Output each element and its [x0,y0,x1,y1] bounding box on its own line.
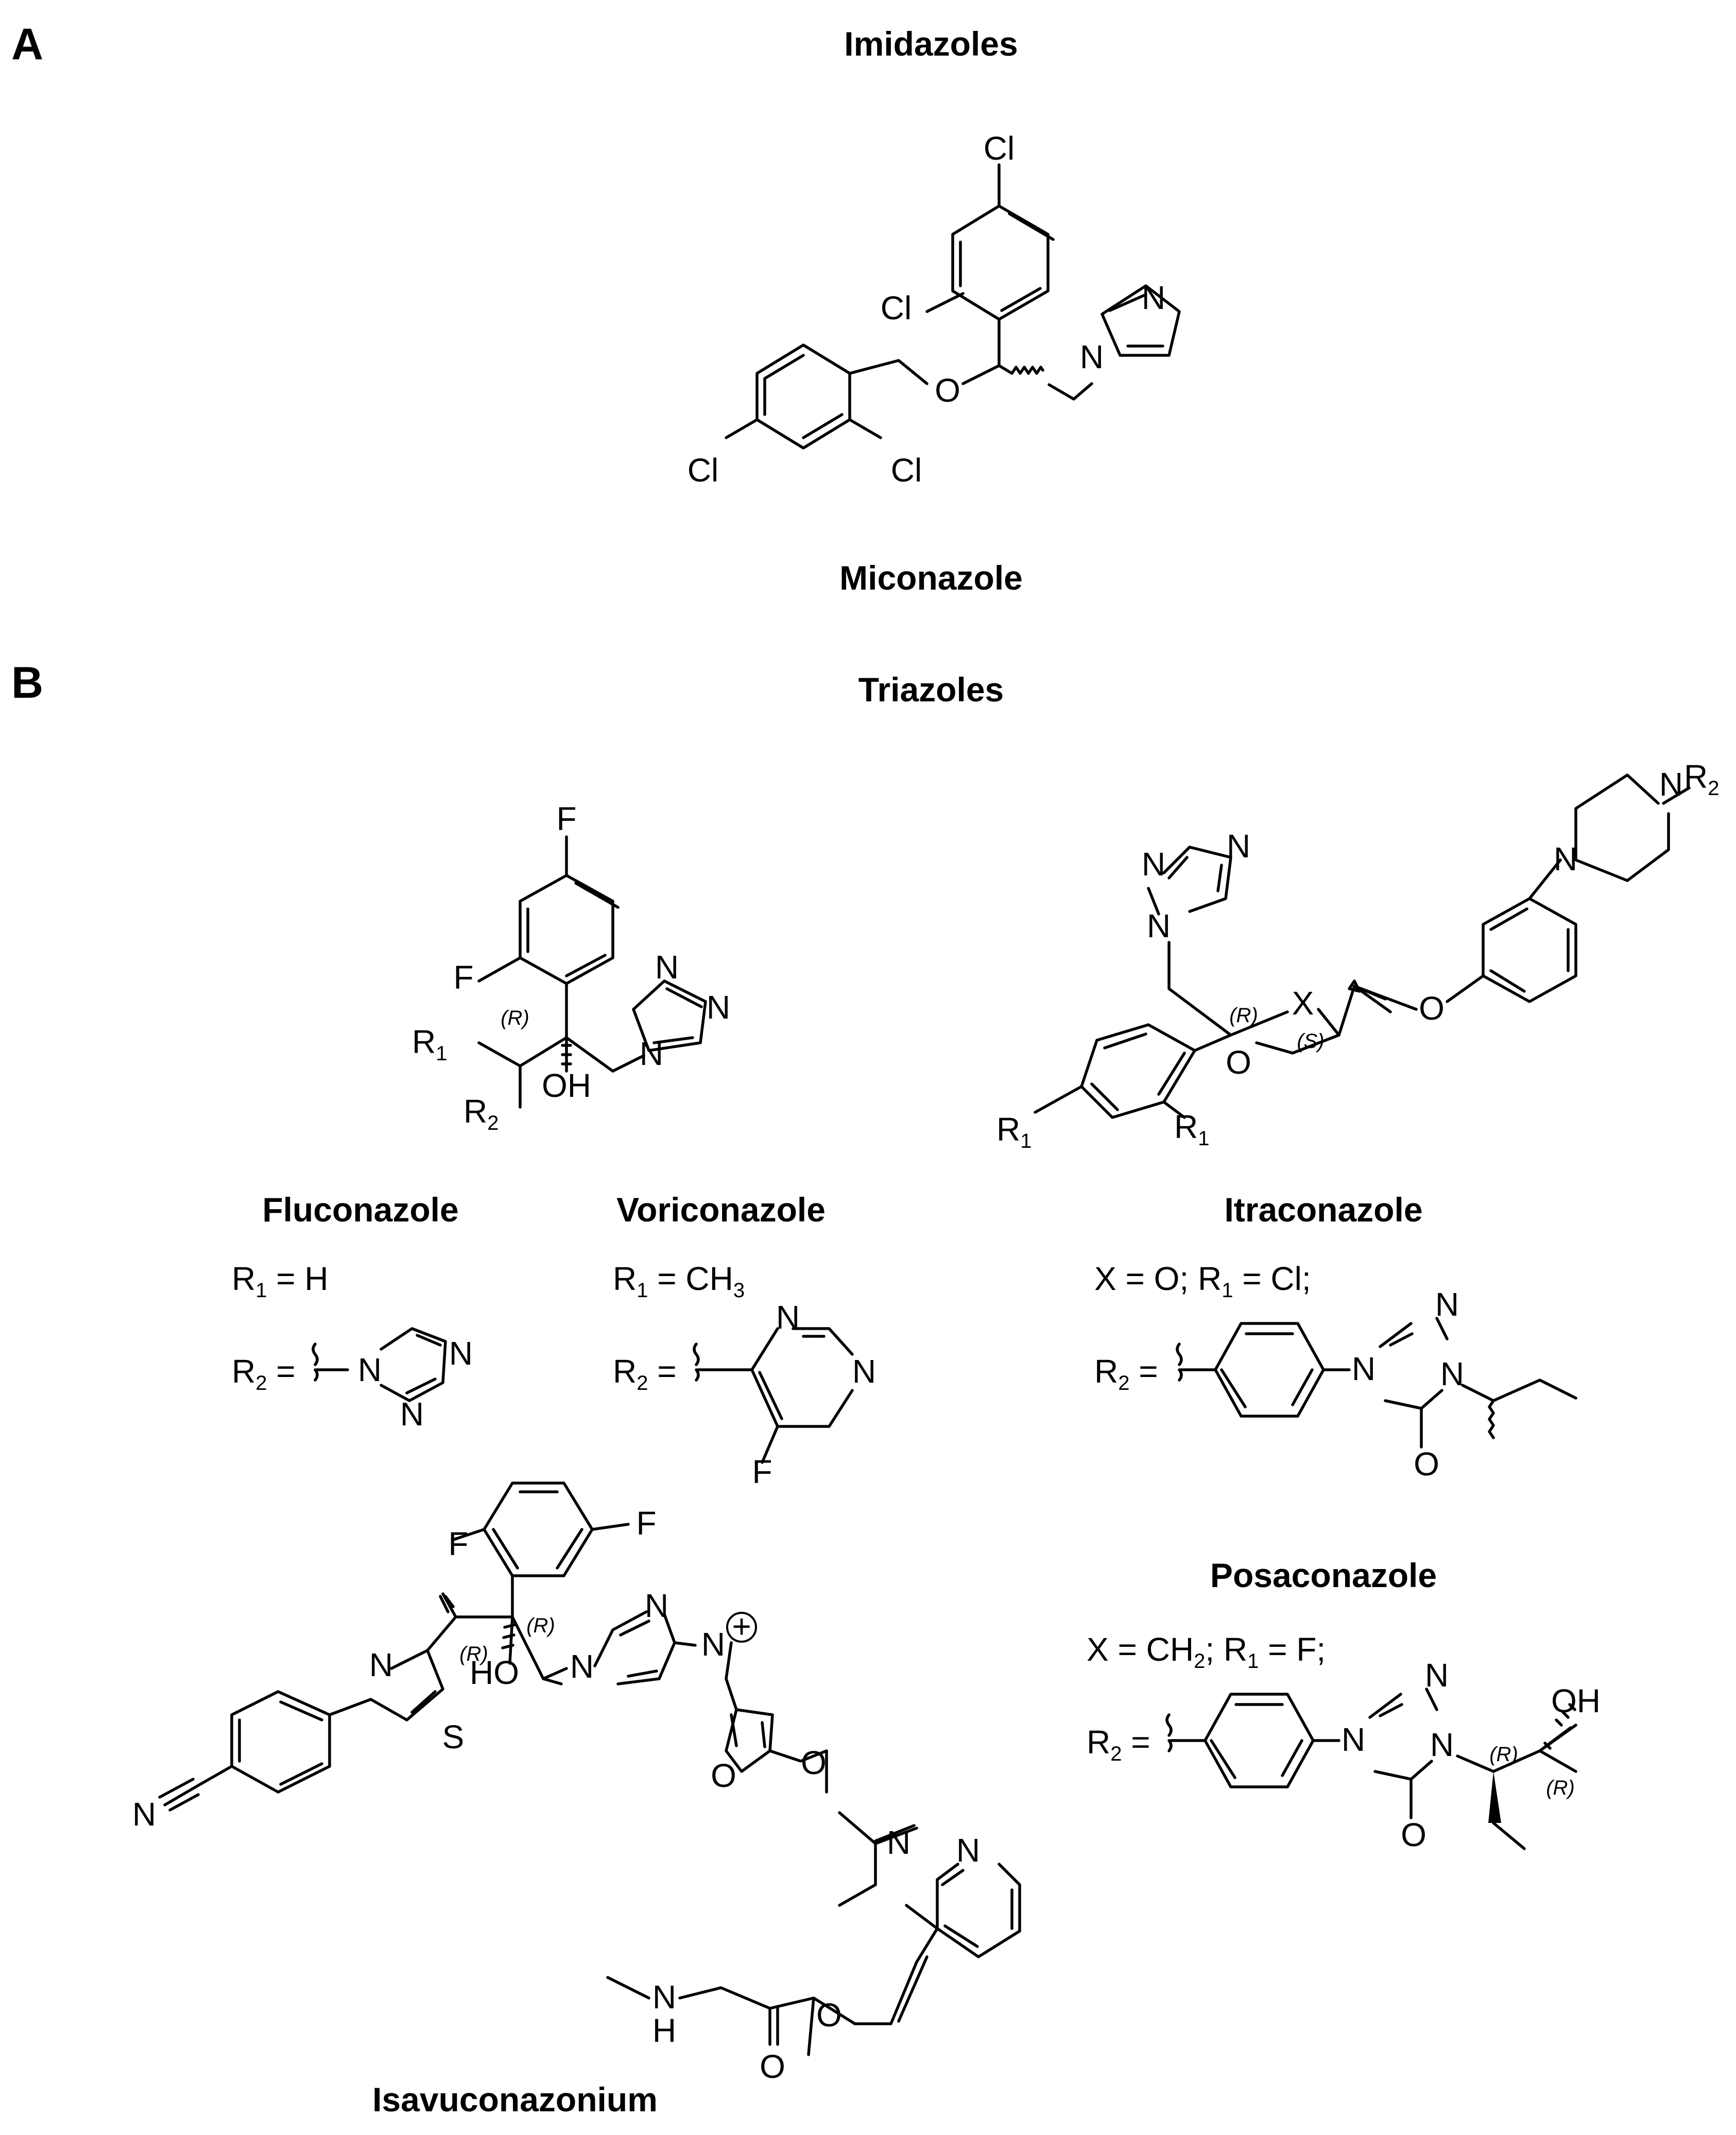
isavuconazonium-n-me: N [887,1824,910,1861]
itraconazole-sub-n1: N [1435,1286,1459,1323]
itraconazole-name: Itraconazole [1224,1191,1422,1229]
itraconazole-stereo-s: (S) [1297,1030,1324,1053]
miconazole-cl-right: Cl [891,452,922,489]
itraconazole-r2-substituent: N N N O [1176,1286,1577,1483]
itraconazole-r1a: R1 [996,1111,1032,1152]
isavuconazonium-structure: F F HO N N N + N S N O O N N O O N H (R)… [132,1482,1021,2085]
posaconazole-sub-n1: N [1425,1657,1449,1694]
fluconazole-r2-def: R2 = [232,1353,296,1394]
miconazole-cl-ortho: Cl [881,289,912,326]
voriconazole-r2-def: R2 = [613,1353,677,1394]
itraconazole-r2: R2 [1684,758,1719,800]
isavuconazonium-h: H [652,2012,676,2049]
miconazole-cl-top: Cl [984,130,1015,167]
posaconazole-sub-oh: OH [1551,1682,1601,1719]
miconazole-structure: Cl Cl N N O Cl Cl [687,130,1181,489]
isavuconazonium-n-h: N [652,1978,676,2016]
voriconazole-name: Voriconazole [616,1191,826,1229]
panel-a-heading: Imidazoles [844,25,1018,63]
panel-b-heading: Triazoles [858,670,1004,709]
itraconazole-r1b: R1 [1174,1108,1209,1150]
fluconazole-n2: N [655,949,679,986]
isavuconazonium-n-cn: N [132,1796,156,1833]
isavuconazonium-o4: O [760,2048,785,2085]
itraconazole-sub-o: O [1414,1445,1439,1483]
fluconazole-r2: R2 [463,1093,499,1134]
itraconazole-core-structure: N N N X O O N N R2 R1 R1 (S) (R) [996,758,1719,1152]
itraconazole-stereo-r: (R) [1229,1004,1258,1027]
isavuconazonium-ho: HO [470,1654,519,1691]
isavuconazonium-o2: O [801,1744,827,1781]
isavuconazonium-plus: + [732,1608,751,1645]
itraconazole-o-ring: O [1226,1044,1251,1081]
isavuconazonium-n-thz: N [369,1646,393,1683]
posaconazole-r2-substituent: N N N O OH (R) (R) [1165,1657,1601,1853]
isavuconazonium-name: Isavuconazonium [372,2080,658,2119]
panel-b-letter: B [11,658,43,708]
itraconazole-r2-def: R2 = [1094,1353,1158,1394]
posaconazole-sub-n4: N [1342,1721,1365,1758]
itraconazole-n-p2: N [1659,766,1683,803]
itraconazole-n-t1: N [1142,846,1165,883]
fluconazole-stereo: (R) [501,1007,529,1029]
fluconazole-f-top: F [556,800,576,837]
posaconazole-stereo-1: (R) [1489,1743,1518,1766]
fluconazole-r2-triazole: N N N [312,1327,473,1433]
voriconazole-sub-n2: N [852,1353,876,1390]
miconazole-cl-left: Cl [687,452,718,489]
miconazole-o-ether: O [935,372,960,409]
voriconazole-sub-f: F [752,1453,772,1490]
itraconazole-def-line: X = O; R1 = Cl; [1094,1260,1311,1302]
fluconazole-n4: N [707,989,730,1026]
isavuconazonium-o3: O [816,1996,842,2034]
isavuconazonium-stereo-1: (R) [526,1614,555,1637]
fluconazole-core-structure: F F N N N R1 R2 OH (R) [412,800,730,1134]
isavuconazonium-f2: F [636,1505,656,1542]
posaconazole-def-line: X = CH2; R1 = F; [1087,1631,1326,1673]
isavuconazonium-n-plus: N [701,1626,725,1663]
voriconazole-sub-n1: N [776,1299,800,1336]
posaconazole-sub-o: O [1401,1816,1426,1853]
panel-a-letter: A [11,20,43,69]
itraconazole-n-t2: N [1227,828,1250,865]
fluconazole-f-ortho: F [453,959,473,996]
itraconazole-sub-n4: N [1352,1350,1376,1387]
miconazole-n-link: N [1080,338,1104,375]
isavuconazonium-n-t1: N [570,1648,594,1685]
isavuconazonium-f1: F [448,1525,468,1562]
posaconazole-sub-n2: N [1430,1726,1454,1763]
fluconazole-sub-n3: N [400,1396,424,1433]
fluconazole-sub-n1: N [358,1351,382,1388]
voriconazole-r1-def: R1 = CH3 [613,1260,745,1302]
itraconazole-o-ether: O [1419,990,1445,1027]
fluconazole-oh: OH [542,1067,591,1104]
fluconazole-name: Fluconazole [262,1191,458,1229]
itraconazole-n-p1: N [1554,840,1577,877]
isavuconazonium-s: S [442,1718,465,1755]
voriconazole-r2-pyrimidine: N N F [693,1299,876,1490]
miconazole-n-ring: N [1142,279,1165,316]
fluconazole-n1: N [640,1035,663,1072]
posaconazole-r2-def: R2 = [1087,1724,1150,1765]
miconazole-name: Miconazole [839,559,1023,597]
isavuconazonium-n-t2: N [645,1587,668,1624]
posaconazole-name: Posaconazole [1210,1556,1437,1594]
itraconazole-sub-n2: N [1440,1355,1464,1392]
fluconazole-sub-n2: N [449,1335,473,1372]
itraconazole-x: X [1292,985,1314,1022]
fluconazole-r1: R1 [412,1023,447,1065]
isavuconazonium-n-py: N [956,1832,980,1869]
posaconazole-stereo-2: (R) [1546,1777,1575,1799]
isavuconazonium-o1: O [711,1757,736,1794]
isavuconazonium-stereo-2: (R) [459,1643,488,1665]
fluconazole-r1-def: R1 = H [232,1260,329,1302]
itraconazole-n-t3: N [1147,907,1171,944]
